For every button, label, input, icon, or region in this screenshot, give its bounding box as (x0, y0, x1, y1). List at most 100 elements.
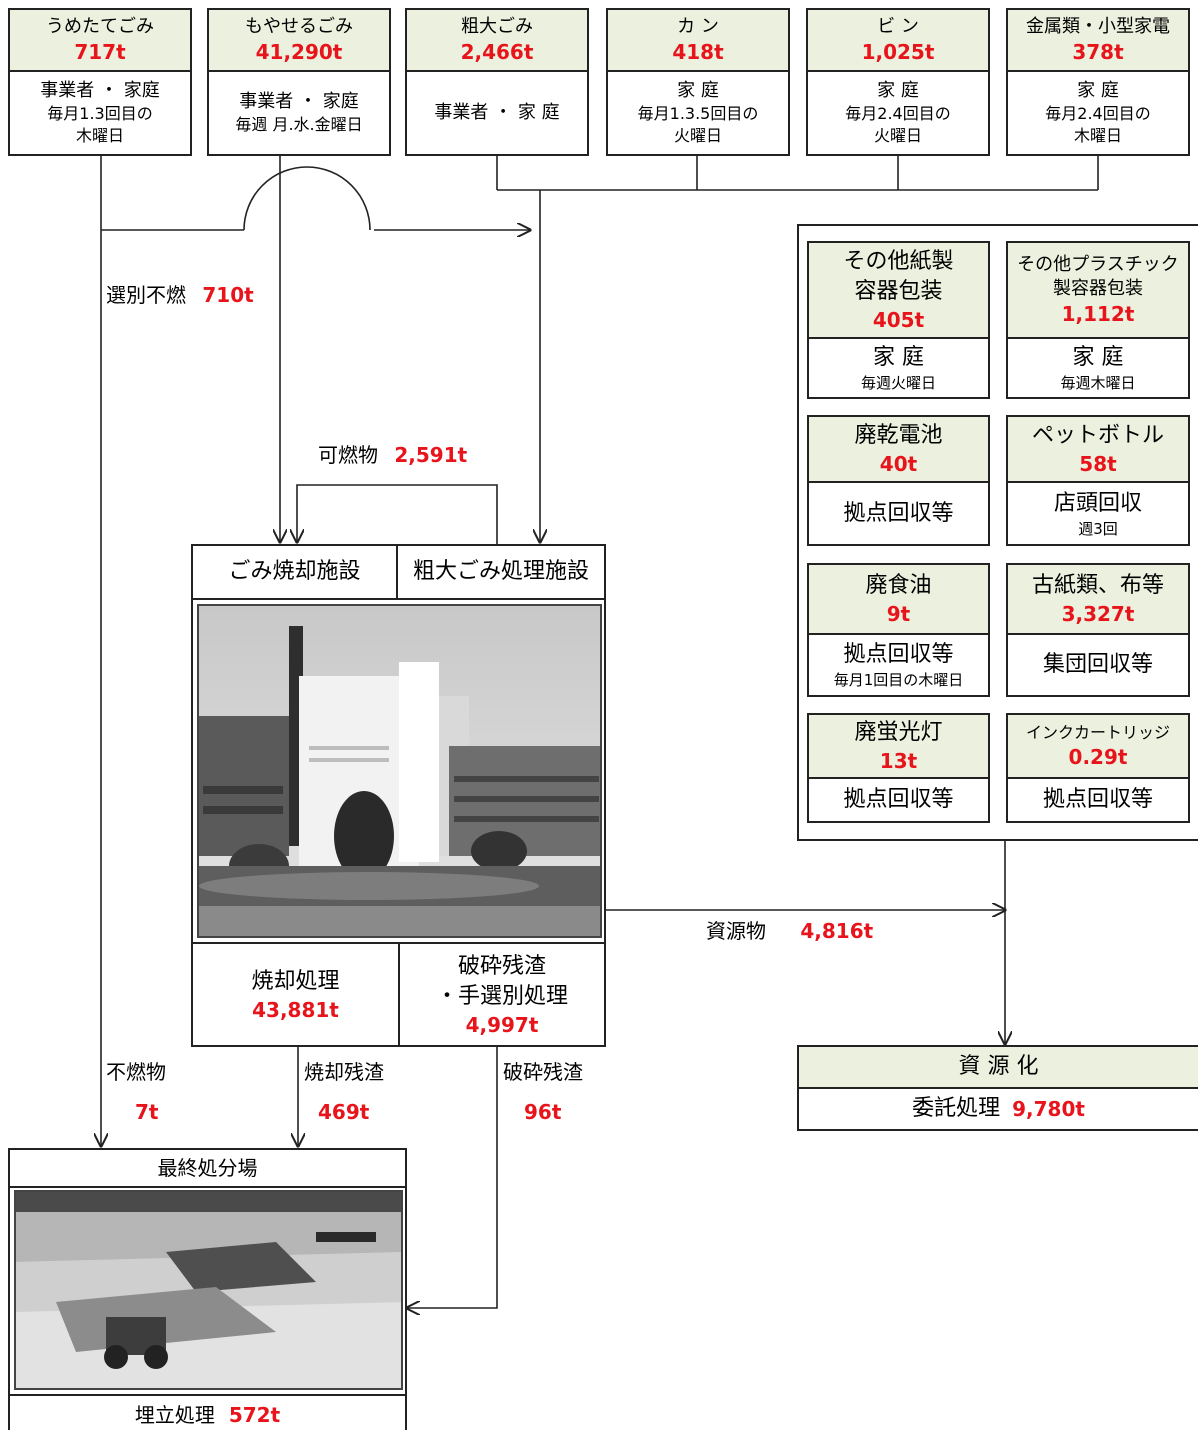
flow-label-text: 可燃物 (318, 443, 378, 467)
resource-who: 家 庭 (1072, 345, 1124, 370)
bulky-facility-label: 粗大ごみ処理施設 (398, 546, 604, 600)
incinerator-photo (197, 604, 602, 938)
incineration-amount: 43,881t (252, 997, 339, 1022)
source-who: 家 庭 (1077, 80, 1119, 101)
source-schedule: 毎月1.3回目の (47, 104, 153, 123)
resource-schedule: 毎月1回目の木曜日 (833, 671, 964, 689)
resource-who: 拠点回収等 (843, 500, 954, 526)
resource-name: その他紙製 (843, 249, 954, 274)
flow-amount-crush: 96t (524, 1100, 562, 1124)
source-name: 金属類・小型家電 (1026, 16, 1170, 37)
facility-building-illustration (199, 606, 600, 936)
source-box-bottle: ビ ン 1,025t 家 庭 毎月2.4回目の 火曜日 (806, 8, 990, 156)
resource-name: 廃食油 (865, 573, 932, 598)
resource-schedule: 毎週木曜日 (1060, 374, 1136, 392)
flow-label-text: 選別不燃 (106, 283, 186, 307)
source-schedule: 火曜日 (673, 126, 722, 145)
source-schedule: 毎月2.4回目の (1045, 104, 1151, 123)
flow-label-combustible: 可燃物 2,591t (318, 439, 467, 468)
resource-box-plastic: その他プラスチック 製容器包装 1,112t 家 庭 毎週木曜日 (1006, 241, 1190, 399)
flow-label-text: 資源物 (706, 919, 766, 943)
flow-amount: 4,816t (800, 919, 874, 943)
resource-who: 店頭回収 (1053, 490, 1142, 516)
recycling-box: 資 源 化 委託処理 9,780t (797, 1045, 1198, 1131)
source-schedule: 木曜日 (1073, 126, 1122, 145)
source-schedule: 火曜日 (873, 126, 922, 145)
recycling-amount: 9,780t (1012, 1097, 1085, 1121)
source-who: 事業者 ・ 家庭 (239, 91, 359, 112)
flow-label-ash: 焼却残渣 (304, 1060, 384, 1084)
source-amount: 1,025t (861, 40, 935, 64)
source-schedule: 木曜日 (75, 126, 124, 145)
source-schedule: 毎月2.4回目の (845, 104, 951, 123)
landfill-divider (10, 1394, 405, 1396)
recycling-result: 委託処理 9,780t (799, 1089, 1198, 1129)
flow-amount: 710t (202, 283, 254, 307)
landfill-title-text: 最終処分場 (157, 1156, 258, 1180)
resource-box-battery: 廃乾電池 40t 拠点回収等 (807, 415, 990, 546)
resource-name: 廃乾電池 (854, 423, 943, 448)
resource-who: 家 庭 (873, 345, 924, 370)
resource-amount: 1,112t (1061, 302, 1135, 326)
flow-label-noncomb: 不燃物 (106, 1060, 166, 1084)
resource-group-frame (797, 224, 1198, 841)
landfill-amount: 572t (228, 1403, 281, 1427)
resource-box-paper: その他紙製 容器包装 405t 家 庭 毎週火曜日 (807, 241, 990, 399)
crush-result: 破砕残渣 ・手選別処理 4,997t (400, 944, 604, 1045)
resource-name: その他プラスチック (1017, 254, 1179, 275)
flow-label-resource: 資源物 4,816t (706, 915, 873, 944)
source-box-umetate: うめたてごみ 717t 事業者 ・ 家庭 毎月1.3回目の 木曜日 (8, 8, 192, 156)
source-amount: 418t (672, 40, 724, 64)
resource-amount: 405t (872, 308, 925, 332)
source-who: 家 庭 (877, 80, 919, 101)
resource-amount: 58t (1079, 452, 1117, 476)
resource-box-inkcartridge: インクカートリッジ 0.29t 拠点回収等 (1006, 713, 1190, 823)
resource-who: 拠点回収等 (843, 642, 954, 667)
resource-amount: 40t (879, 452, 918, 476)
source-box-sodai: 粗大ごみ 2,466t 事業者 ・ 家 庭 (405, 8, 589, 156)
source-name: ビ ン (877, 16, 919, 37)
source-amount: 41,290t (255, 40, 343, 64)
source-who: 家 庭 (677, 80, 719, 101)
resource-amount: 0.29t (1068, 745, 1128, 769)
source-name: もやせるごみ (245, 16, 353, 37)
landfill-result: 埋立処理 572t (10, 1400, 405, 1430)
resource-amount: 13t (879, 749, 918, 773)
incinerator-label-text: ごみ焼却施設 (228, 559, 361, 584)
source-box-can: カ ン 418t 家 庭 毎月1.3.5回目の 火曜日 (606, 8, 790, 156)
source-amount: 717t (74, 40, 126, 64)
incineration-label: 焼却処理 (251, 968, 340, 994)
resource-box-wastepaper: 古紙類、布等 3,327t 集団回収等 (1006, 563, 1190, 697)
source-amount: 2,466t (460, 40, 534, 64)
resource-amount: 3,327t (1061, 602, 1135, 626)
source-schedule: 毎月1.3.5回目の (637, 104, 759, 123)
source-box-metal: 金属類・小型家電 378t 家 庭 毎月2.4回目の 木曜日 (1006, 8, 1190, 156)
resource-who: 拠点回収等 (843, 787, 954, 812)
resource-name: インクカートリッジ (1025, 723, 1170, 742)
source-box-moyaseru: もやせるごみ 41,290t 事業者 ・ 家庭 毎週 月.水.金曜日 (207, 8, 391, 156)
landfill-photo (14, 1190, 403, 1390)
flow-amount-noncomb: 7t (135, 1100, 159, 1124)
crush-amount: 4,997t (465, 1012, 539, 1037)
incineration-result: 焼却処理 43,881t (193, 944, 398, 1045)
flow-label-crush: 破砕残渣 (503, 1060, 583, 1084)
resource-name: 古紙類、布等 (1031, 573, 1164, 598)
resource-amount: 9t (886, 602, 911, 626)
flow-amount: 2,591t (394, 443, 468, 467)
recycling-title-text: 資 源 化 (958, 1054, 1039, 1079)
landfill-box: 最終処分場 埋立処理 572t (8, 1148, 407, 1430)
bulky-facility-label-text: 粗大ごみ処理施設 (412, 559, 589, 584)
resource-box-petbottle: ペットボトル 58t 店頭回収 週3回 (1006, 415, 1190, 546)
crush-label: ・手選別処理 (435, 983, 568, 1009)
resource-box-fluorescent: 廃蛍光灯 13t 拠点回収等 (807, 713, 990, 823)
resource-schedule: 週3回 (1078, 519, 1118, 538)
resource-name: ペットボトル (1031, 423, 1164, 448)
source-name: うめたてごみ (46, 16, 154, 37)
resource-schedule: 毎週火曜日 (860, 374, 936, 392)
resource-name: 容器包装 (854, 279, 943, 304)
resource-name: 製容器包装 (1053, 278, 1143, 299)
flow-amount-ash: 469t (318, 1100, 370, 1124)
landfill-illustration (16, 1192, 401, 1388)
incinerator-label: ごみ焼却施設 (193, 546, 398, 600)
